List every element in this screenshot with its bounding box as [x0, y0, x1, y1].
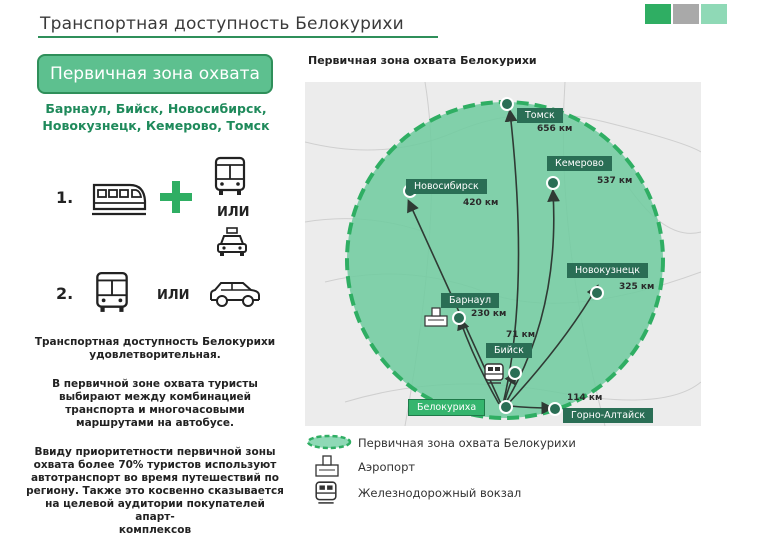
- dist-barnaul: 230 км: [471, 309, 507, 319]
- city-dot-barnaul[interactable]: [452, 311, 466, 325]
- cities-line-1: Барнаул, Бийск, Новосибирск,: [45, 101, 267, 116]
- city-label-biysk[interactable]: Бийск: [486, 343, 532, 358]
- city-label-gorno-altaysk[interactable]: Горно-Алтайск: [563, 408, 654, 423]
- dist-kemerovo: 537 км: [597, 176, 633, 186]
- dist-tomsk: 656 км: [537, 124, 573, 134]
- airport-icon: [424, 307, 448, 327]
- zone-cities: Барнаул, Бийск, Новосибирск, Новокузнецк…: [28, 100, 284, 134]
- city-dot-tomsk[interactable]: [500, 97, 514, 111]
- city-label-belokurikha[interactable]: Белокуриха: [408, 399, 486, 416]
- plus-icon: [160, 181, 192, 213]
- paragraph-2: В первичной зоне охвата туристы выбирают…: [52, 378, 258, 429]
- city-dot-belokurikha[interactable]: [499, 400, 513, 414]
- map-area[interactable]: Томск 656 км Кемерово 537 км Новосибирск…: [305, 82, 701, 426]
- cities-line-2: Новокузнецк, Кемерово, Томск: [42, 118, 270, 133]
- bus-icon: [214, 156, 246, 195]
- railway-station-icon: [484, 363, 504, 384]
- city-label-novokuznetsk[interactable]: Новокузнецк: [567, 263, 649, 278]
- option-1-number: 1.: [56, 188, 74, 207]
- railway-legend-icon: [315, 481, 337, 504]
- or-label-1: ИЛИ: [217, 205, 250, 220]
- page-title: Транспортная доступность Белокурихи: [40, 14, 404, 34]
- taxi-icon: [217, 227, 247, 256]
- airport-legend-icon: [315, 455, 339, 477]
- swatch-green: [645, 4, 671, 24]
- or-label-2: ИЛИ: [157, 288, 190, 303]
- swatch-gray: [673, 4, 699, 24]
- dist-novosibirsk: 420 км: [463, 198, 499, 208]
- paragraph-3: Ввиду приоритетности первичной зоны охва…: [26, 446, 284, 536]
- paragraph-1: Транспортная доступность Белокурихи удов…: [34, 336, 276, 361]
- zone-circle: [345, 100, 665, 420]
- city-label-novosibirsk[interactable]: Новосибирск: [406, 179, 487, 194]
- city-dot-novokuznetsk[interactable]: [590, 286, 604, 300]
- city-label-barnaul[interactable]: Барнаул: [441, 293, 500, 308]
- title-underline: [38, 36, 438, 38]
- swatch-mint: [701, 4, 727, 24]
- dist-novokuznetsk: 325 км: [619, 282, 655, 292]
- dist-biysk: 71 км: [506, 330, 536, 340]
- legend-airport-label: Аэропорт: [358, 460, 416, 474]
- legend-zone-label: Первичная зона охвата Белокурихи: [358, 436, 576, 450]
- zone-title-box: Первичная зона охвата: [37, 54, 273, 94]
- city-dot-kemerovo[interactable]: [546, 176, 560, 190]
- dist-gorno-altaysk: 114 км: [567, 393, 603, 403]
- city-dot-biysk[interactable]: [508, 366, 522, 380]
- bus-icon: [96, 271, 128, 312]
- legend-rail-label: Железнодорожный вокзал: [358, 486, 522, 500]
- option-2-number: 2.: [56, 284, 74, 303]
- city-label-tomsk[interactable]: Томск: [517, 108, 563, 123]
- train-icon: [92, 183, 147, 216]
- zone-legend-icon: [306, 434, 352, 450]
- city-label-kemerovo[interactable]: Кемерово: [547, 156, 612, 171]
- city-dot-gorno-altaysk[interactable]: [548, 402, 562, 416]
- map-title: Первичная зона охвата Белокурихи: [308, 54, 537, 67]
- car-icon: [210, 282, 260, 307]
